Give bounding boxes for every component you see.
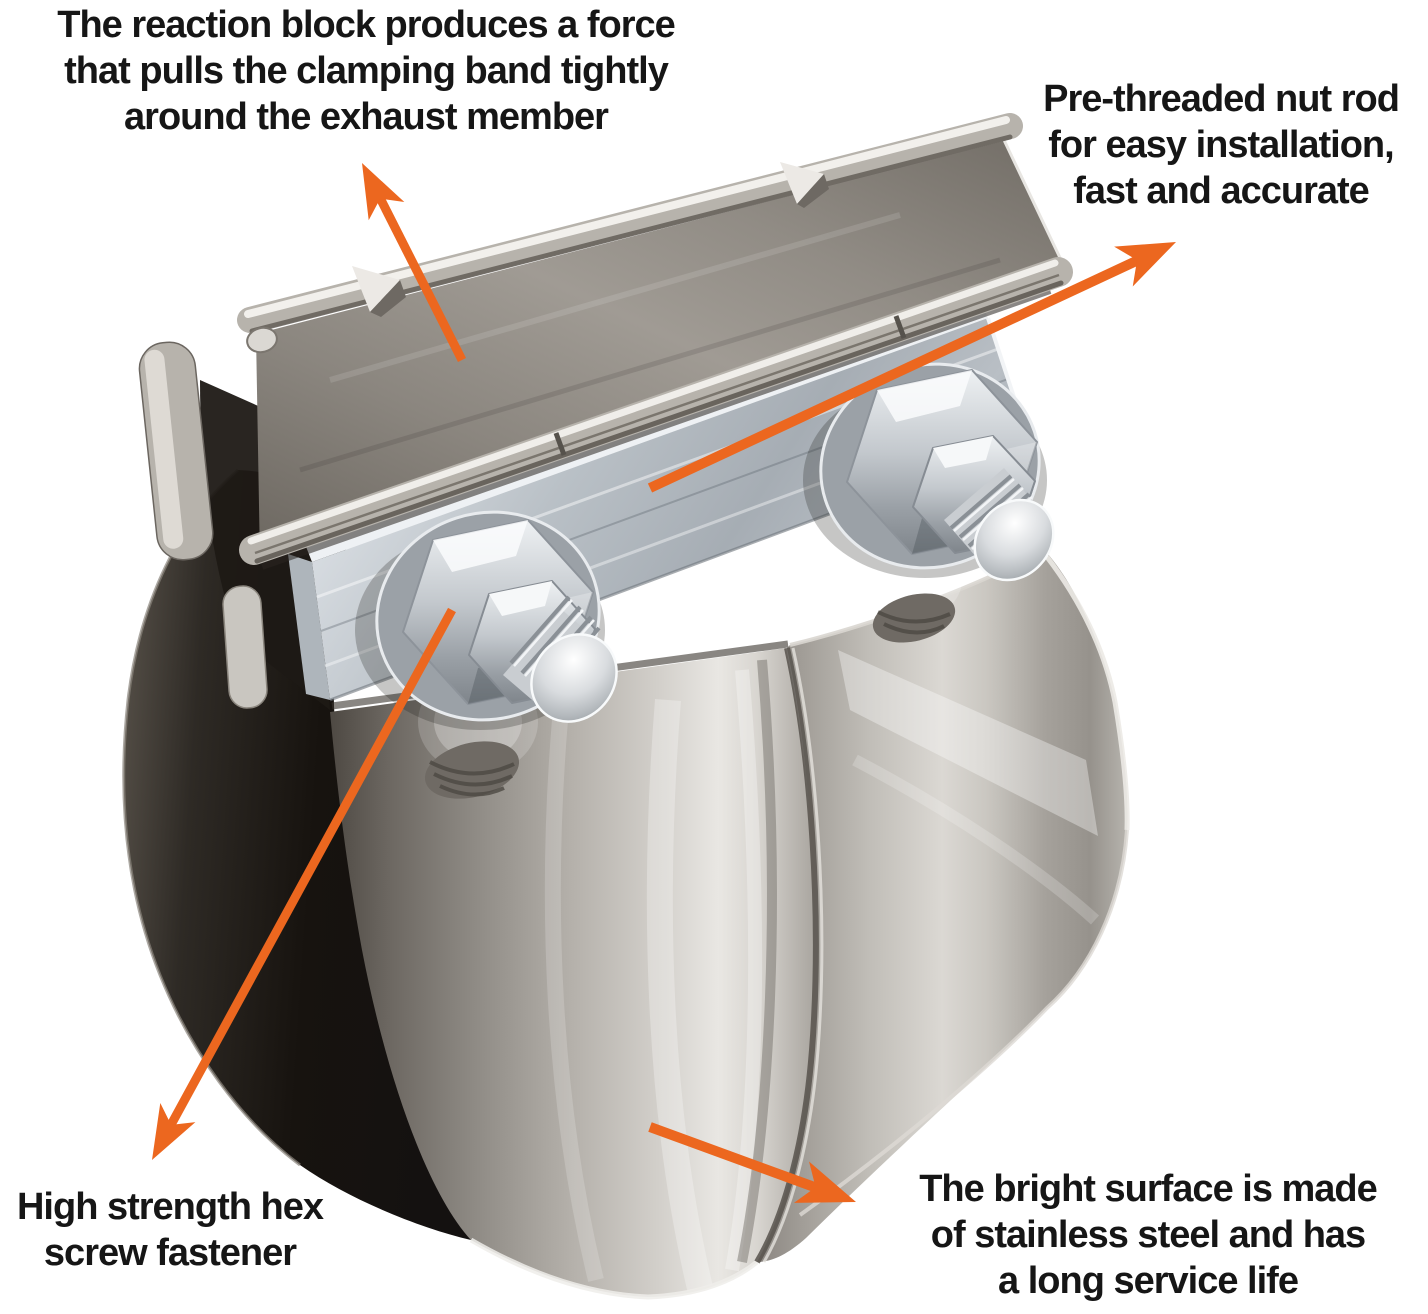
callout-line: of stainless steel and has	[930, 1214, 1366, 1256]
callout-line: screw fastener	[43, 1232, 297, 1274]
band-saddle	[237, 113, 1073, 565]
callout-line: Pre-threaded nut rod	[1043, 78, 1400, 120]
hex-bolt-right	[803, 362, 1055, 582]
callout-line: High strength hex	[16, 1186, 324, 1228]
callout-nut-rod: Pre-threaded nut rod for easy installati…	[1016, 76, 1426, 214]
arrow-reaction-block	[362, 163, 467, 363]
callout-line: fast and accurate	[1073, 170, 1370, 212]
callout-line: a long service life	[998, 1260, 1299, 1302]
callout-bright-surface: The bright surface is made of stainless …	[898, 1166, 1398, 1304]
callout-hex-screw: High strength hex screw fastener	[0, 1184, 340, 1276]
arrow-hex-screw	[152, 607, 456, 1160]
clamp-band-rear	[754, 551, 1130, 1264]
callout-reaction-block: The reaction block produces a force that…	[16, 2, 716, 140]
callout-line: The bright surface is made	[919, 1168, 1378, 1210]
arrow-bright-surface	[648, 1122, 856, 1203]
callout-line: for easy installation,	[1048, 124, 1394, 166]
arrow-nut-rod	[647, 242, 1176, 493]
clamp-band-front	[330, 648, 816, 1300]
callout-line: The reaction block produces a force	[57, 4, 676, 46]
callout-line: around the exhaust member	[124, 96, 609, 138]
callout-line: that pulls the clamping band tightly	[64, 50, 669, 92]
annotation-arrows	[152, 163, 1176, 1203]
